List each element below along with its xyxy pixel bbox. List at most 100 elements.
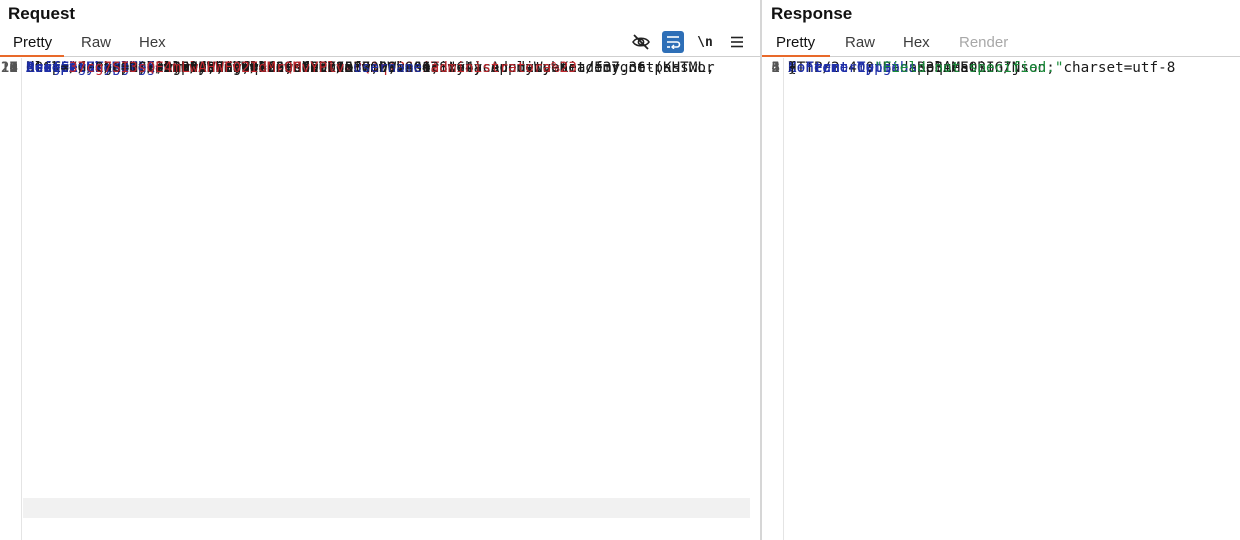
code-token: : */*: [77, 60, 121, 76]
code-token: : empty: [146, 60, 207, 76]
tab-request-pretty[interactable]: Pretty: [13, 34, 53, 51]
wrap-lines-icon[interactable]: [662, 31, 684, 53]
code-token: : SAMEORIGIN: [917, 60, 1021, 76]
code-token: : https://0a6000ba0358539a80b726fc009b00…: [77, 60, 655, 76]
code-token: : same-origin: [146, 60, 259, 76]
line-number: 20: [0, 60, 18, 76]
line-number: 5: [771, 60, 780, 76]
line-content: Content-Length: 33: [788, 58, 943, 78]
line-number: 3: [771, 60, 780, 76]
code-token: : 64: [146, 60, 181, 76]
line-number: 1: [771, 60, 780, 76]
code-token: : Mozilla/5.0 (Windows NT 10.0; Win64; x…: [112, 60, 715, 76]
code-token: :: [86, 60, 95, 76]
line-content: Accept: */*: [26, 58, 121, 78]
line-content: Sec-Fetch-Site: same-origin: [26, 58, 258, 78]
code-token: Sec-Fetch-Mode: [26, 60, 147, 76]
code-token: Referer: [26, 60, 87, 76]
line-content: Content-Length: 64: [26, 58, 181, 78]
response-tabs: Pretty Raw Hex Render: [762, 30, 1240, 57]
line-number: 12: [0, 60, 18, 76]
code-token: Accept-Encoding: [26, 60, 156, 76]
code-token: Content-Length: [788, 60, 909, 76]
tab-response-pretty[interactable]: Pretty: [776, 34, 816, 51]
line-content: Content-Type: x-www-form-urlencoded: [26, 58, 327, 78]
line-content: Accept-Language: zh-CN,zh;q=0.9: [26, 58, 293, 78]
code-token: : "Not)A;Brand";v="8", "Chromium";v="138…: [103, 60, 457, 76]
line-content: }: [788, 58, 797, 78]
code-token: : cors: [146, 60, 199, 76]
line-number: 17: [0, 60, 18, 76]
line-number: 14: [0, 60, 18, 76]
active-tab-indicator: [762, 55, 830, 57]
code-token: :: [865, 60, 875, 76]
line-number: 6: [771, 60, 780, 76]
tab-request-hex[interactable]: Hex: [139, 34, 166, 51]
tab-request-raw[interactable]: Raw: [81, 34, 112, 51]
line-number-gutter: [762, 58, 784, 540]
active-tab-indicator: [0, 55, 64, 57]
line-number: 18: [0, 60, 18, 76]
line-number: 4: [9, 60, 18, 76]
line-content: Sec-Ch-Ua: "Not)A;Brand";v="8", "Chromiu…: [26, 58, 456, 78]
code-token: "Field not specified.": [874, 60, 1064, 76]
show-newlines-icon[interactable]: \n: [697, 34, 713, 50]
code-token: Content-Type: [26, 60, 130, 76]
code-token: Origin: [26, 60, 78, 76]
code-token: administratora%23: [430, 60, 577, 76]
line-number: 4: [771, 60, 780, 76]
line-content: {: [788, 58, 797, 78]
pane-divider[interactable]: [760, 0, 762, 540]
code-token: Sec-Ch-Ua-Platform: [26, 60, 181, 76]
code-token: User-Agent: [26, 60, 113, 76]
code-token: like Gecko) Chrome/138.0.0.0 Safari/537.…: [26, 60, 397, 76]
tab-response-hex[interactable]: Hex: [903, 34, 930, 51]
code-token: username: [353, 60, 422, 76]
line-content: Referer:: [26, 58, 95, 78]
line-number: 16: [0, 60, 18, 76]
code-token: Sec-Ch-Ua: [26, 60, 104, 76]
code-token: https://0a6000ba0358539a80b726fc009b006a…: [26, 60, 715, 76]
line-number: 15: [0, 60, 18, 76]
code-token: POST /forgot-password HTTP/2: [26, 60, 268, 76]
code-token: d: [26, 60, 35, 76]
code-token: session: [94, 60, 156, 76]
code-token: Content-Type: [788, 60, 892, 76]
line-content: Sec-Fetch-Dest: empty: [26, 58, 207, 78]
line-content: POST /forgot-password HTTP/2: [26, 58, 267, 78]
line-content: Priority: u=1, i: [26, 58, 164, 78]
line-number: 7: [9, 60, 18, 76]
hide-nonprintable-icon[interactable]: [630, 31, 652, 53]
line-content: d: [26, 58, 35, 78]
line-content: like Gecko) Chrome/138.0.0.0 Safari/537.…: [26, 58, 397, 78]
line-content: Origin: https://0a6000ba0358539a80b726fc…: [26, 58, 654, 78]
request-toolbar: \n: [630, 31, 748, 53]
code-token: Sec-Fetch-Site: [26, 60, 147, 76]
line-content: Sec-Fetch-Mode: cors: [26, 58, 198, 78]
code-token: : zh-CN,zh;q=0.9: [155, 60, 293, 76]
line-content: "error":"Field not specified.": [788, 58, 1063, 78]
code-token: : application/json; charset=utf-8: [891, 60, 1176, 76]
code-token: : 0a6000ba0358539a80b726fc009b006a.web-s…: [60, 60, 569, 76]
code-token: csrf: [26, 60, 61, 76]
menu-icon[interactable]: [726, 31, 748, 53]
code-token: : "Windows": [180, 60, 276, 76]
line-content: Cookie: session=RSRlab2EwG5LFxeCCxZKtxPQ…: [26, 58, 439, 78]
line-content: User-Agent: Mozilla/5.0 (Windows NT 10.0…: [26, 58, 715, 78]
line-number: 13: [0, 60, 18, 76]
code-token: }: [788, 60, 797, 76]
tab-response-raw[interactable]: Raw: [845, 34, 876, 51]
code-token: Priority: [26, 60, 95, 76]
code-token: Cookie: [26, 60, 78, 76]
line-content: Sec-Ch-Ua-Mobile: ?0: [26, 58, 198, 78]
line-number: 8: [9, 60, 18, 76]
line-number: 2: [771, 60, 780, 76]
tab-response-render[interactable]: Render: [959, 34, 1009, 51]
line-number-gutter: [0, 58, 22, 540]
line-number: 11: [0, 60, 18, 76]
request-title: Request: [8, 4, 76, 23]
code-token: {: [788, 60, 797, 76]
